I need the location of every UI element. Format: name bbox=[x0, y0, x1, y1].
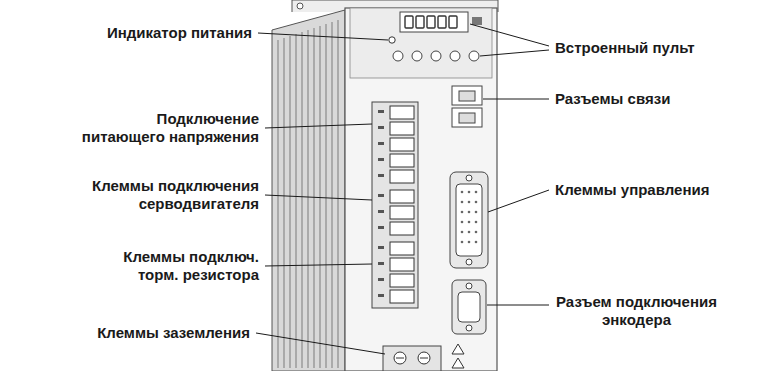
control-connector bbox=[450, 172, 488, 268]
connector-screw bbox=[466, 325, 472, 331]
rj45-ports bbox=[452, 86, 482, 127]
warning-triangle bbox=[452, 344, 464, 354]
connector-pins bbox=[461, 191, 478, 244]
encoder-connector bbox=[452, 280, 486, 334]
callout-label: Клеммы управления bbox=[555, 181, 709, 199]
power-led bbox=[389, 37, 395, 43]
front-panel bbox=[345, 8, 497, 371]
panel-cover bbox=[350, 8, 492, 78]
warning-triangle bbox=[452, 358, 464, 368]
keypad-buttons bbox=[393, 51, 479, 61]
mount-hole bbox=[297, 3, 303, 9]
heatsink-fins bbox=[278, 20, 338, 368]
callout-label: Встроенный пульт bbox=[555, 39, 695, 57]
callout-label: Клеммы заземления bbox=[97, 324, 250, 342]
encoder-connector-face bbox=[458, 292, 480, 322]
callout-label: Индикатор питания bbox=[107, 24, 252, 42]
terminal-markers bbox=[378, 110, 384, 297]
display-window bbox=[400, 12, 468, 32]
connector-screw bbox=[466, 283, 472, 289]
ground-screw bbox=[418, 352, 430, 364]
callout-label: Разъемы связи bbox=[555, 90, 670, 108]
heatsink bbox=[272, 10, 345, 371]
callout-label: Подключение питающего напряжения bbox=[79, 110, 259, 146]
connector-screw bbox=[466, 259, 472, 265]
ground-terminal bbox=[383, 346, 441, 371]
ground-screw bbox=[394, 352, 406, 364]
callout-label: Клеммы подключ. торм. резистора bbox=[121, 248, 259, 284]
display-digits bbox=[405, 16, 457, 28]
connector-screw bbox=[466, 175, 472, 181]
terminal-screws bbox=[390, 106, 414, 303]
control-connector-face bbox=[456, 184, 482, 256]
terminal-block bbox=[372, 102, 418, 308]
callout-label: Разъем подключения энкодера bbox=[555, 293, 718, 329]
leader-lines bbox=[256, 24, 549, 354]
callout-label: Клеммы подключения серводвигателя bbox=[90, 177, 259, 213]
status-led bbox=[472, 17, 482, 25]
